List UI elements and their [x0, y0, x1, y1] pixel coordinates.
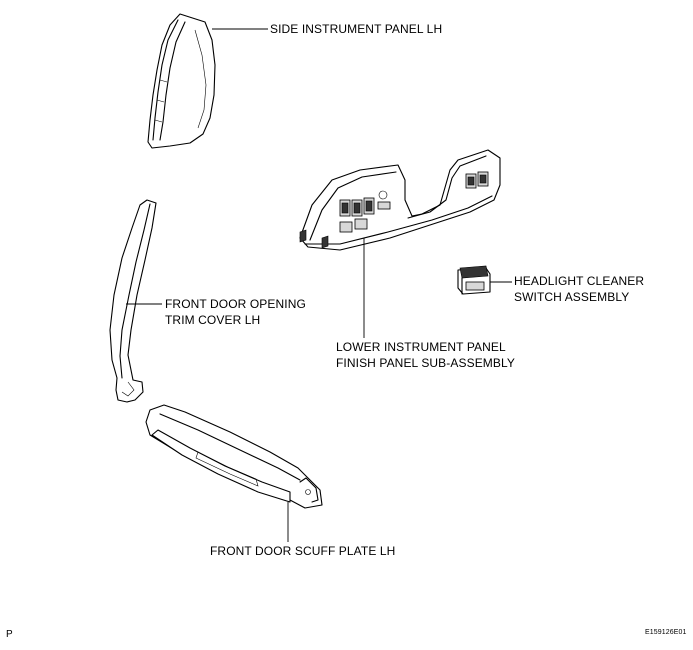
corner-letter: P: [6, 629, 13, 640]
side-instrument-panel-part: [147, 13, 216, 149]
label-front-door-opening-line1: FRONT DOOR OPENING: [165, 297, 306, 311]
label-scuff-plate: FRONT DOOR SCUFF PLATE LH: [210, 544, 396, 558]
figure-code: E159126E01: [645, 629, 687, 636]
label-headlight-cleaner-line1: HEADLIGHT CLEANER: [514, 274, 645, 288]
label-lower-panel-line2: FINISH PANEL SUB-ASSEMBLY: [336, 356, 515, 370]
front-door-scuff-plate-part: [145, 404, 323, 509]
label-side-instrument-panel: SIDE INSTRUMENT PANEL LH: [270, 22, 443, 36]
headlight-cleaner-switch-part: [457, 265, 491, 295]
label-front-door-opening-line2: TRIM COVER LH: [165, 313, 261, 327]
label-headlight-cleaner-line2: SWITCH ASSEMBLY: [514, 290, 630, 304]
label-lower-panel-line1: LOWER INSTRUMENT PANEL: [336, 340, 506, 354]
front-door-opening-trim-cover-part: [109, 199, 157, 403]
lower-instrument-panel-part: [299, 149, 501, 251]
